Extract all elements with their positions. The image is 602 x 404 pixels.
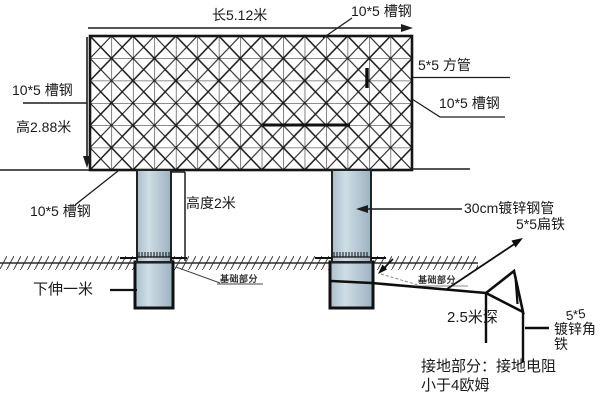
- grounding-assembly: [330, 238, 549, 362]
- down-arrowhead: [83, 156, 91, 168]
- channel-right-leader: [411, 98, 505, 118]
- truss-panel: [88, 34, 414, 172]
- channel-bottom-left-leader: [74, 170, 119, 206]
- galvanized-pipe-label: 30cm镀锌钢管: [464, 200, 555, 216]
- grounding-note-line-1: 接地部分：接地电阻: [421, 358, 557, 375]
- left-column: [120, 169, 187, 310]
- height-dimension: [0, 37, 91, 171]
- length-dimension-label: 长5.12米: [212, 7, 268, 23]
- angle-iron-name-label-2: 铁: [554, 336, 568, 352]
- right-column: [315, 169, 386, 310]
- foundation-part-right-label: 基础部分: [418, 275, 457, 285]
- ground-hatch: [0, 256, 478, 270]
- pipe-arrow: [356, 205, 462, 213]
- up-right-arrowhead: [511, 238, 523, 248]
- height-dimension-label: 高2.88米: [16, 119, 72, 135]
- leader-lines: [74, 17, 510, 206]
- grounding-note-line-2: 小于4欧姆: [421, 377, 490, 394]
- foundation-leader-left: [175, 266, 263, 285]
- grounding-wire: [330, 279, 487, 295]
- down-extension-label: 下伸一米: [33, 281, 94, 298]
- channel-steel-top-label: 10*5 槽钢: [351, 3, 412, 19]
- channel-steel-right-label: 10*5 槽钢: [439, 95, 500, 111]
- foundation-part-left-label: 基础部分: [220, 274, 259, 284]
- down-left-arrowhead: [378, 264, 387, 274]
- flat-iron-label: 5*5扁铁: [516, 216, 566, 232]
- column-height-dimension: [170, 171, 186, 261]
- channel-top-leader: [322, 17, 353, 39]
- square-tube-label: 5*5 方管: [418, 57, 471, 73]
- ground-electrode-triangle: [483, 268, 525, 315]
- left-arrowhead: [356, 205, 368, 213]
- ground-depth-label: 2.5米深: [447, 309, 498, 326]
- column-height-label: 高度2米: [186, 195, 236, 211]
- flat-iron-line: [446, 242, 517, 290]
- channel-steel-left-label: 10*5 槽钢: [12, 82, 73, 98]
- right-arrowhead: [401, 24, 413, 32]
- foundation-leader-right: [380, 273, 468, 287]
- angle-iron-name-label-1: 镀锌角: [554, 321, 596, 337]
- length-dimension: [88, 24, 413, 32]
- channel-steel-bottom-left-label: 10*5 槽钢: [30, 203, 91, 219]
